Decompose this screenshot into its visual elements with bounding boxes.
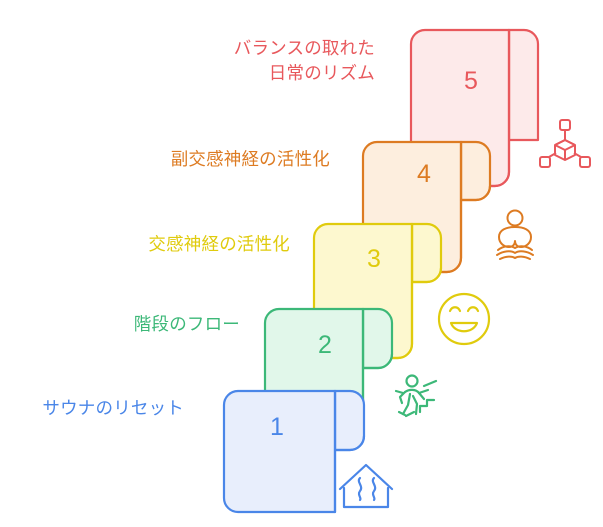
step-5-label: バランスの取れた 日常のリズム bbox=[233, 38, 375, 83]
step-4-spine bbox=[375, 140, 463, 274]
step-1-label: サウナのリセット bbox=[42, 398, 184, 418]
stair-climber-icon bbox=[394, 374, 438, 418]
molecule-node-icon bbox=[539, 119, 591, 168]
step-5-curl bbox=[507, 28, 540, 142]
step-card-1[interactable] bbox=[222, 389, 366, 514]
step-5-spine bbox=[423, 28, 511, 188]
step-3-curl-foot bbox=[410, 266, 443, 284]
step-3-number: 3 bbox=[367, 245, 381, 273]
step-1-curl-foot bbox=[333, 434, 366, 452]
step-4-label: 副交感神経の活性化 bbox=[170, 149, 330, 169]
step-5-number: 5 bbox=[464, 67, 478, 95]
step-3-label: 交感神経の活性化 bbox=[148, 234, 290, 254]
step-4-curl-foot bbox=[459, 184, 492, 202]
sauna-house-icon bbox=[338, 463, 394, 509]
step-3-curl bbox=[410, 222, 443, 284]
step-4-number: 4 bbox=[417, 160, 431, 188]
step-2-curl-foot bbox=[361, 352, 394, 370]
step-2-number: 2 bbox=[318, 331, 332, 359]
step-1-body bbox=[222, 389, 337, 514]
step-4-curl bbox=[459, 140, 492, 202]
step-3-spine bbox=[326, 222, 414, 360]
step-1-number: 1 bbox=[270, 413, 284, 441]
step-2-label: 階段のフロー bbox=[133, 314, 240, 334]
step-1-curl bbox=[333, 389, 366, 452]
step-2-curl bbox=[361, 307, 394, 370]
meditation-lotus-icon bbox=[496, 209, 534, 260]
smiling-face-icon bbox=[437, 292, 491, 346]
